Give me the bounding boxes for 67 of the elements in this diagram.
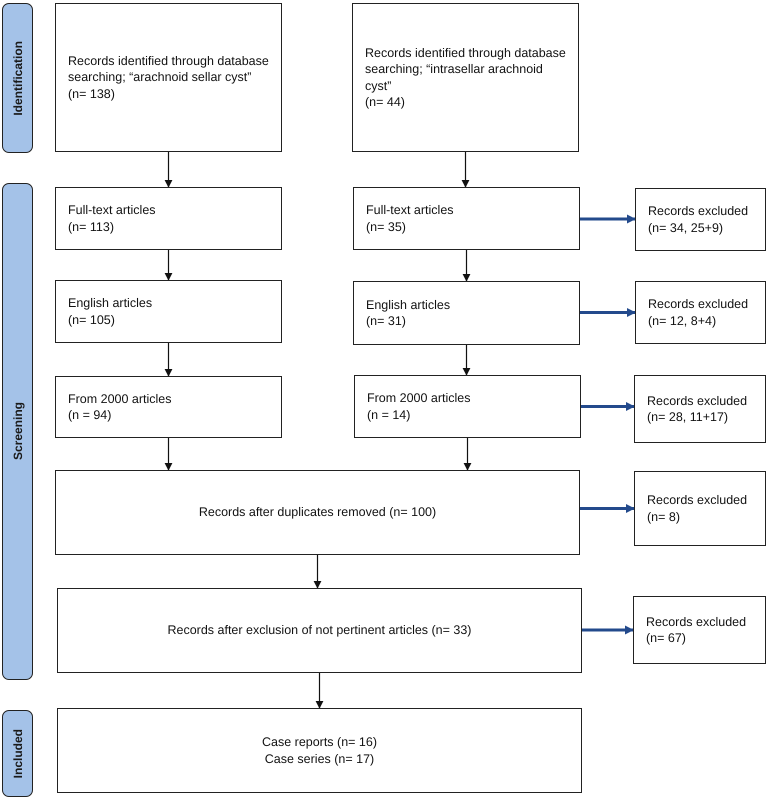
process-box	[635, 188, 766, 251]
box-text: Records excluded	[648, 203, 750, 220]
arrow	[580, 214, 636, 224]
box-text: Records excluded	[647, 492, 748, 508]
arrow	[581, 402, 635, 411]
process-box	[57, 588, 582, 673]
box-text: Full-text articles	[366, 202, 455, 218]
process-box	[353, 281, 580, 345]
process-box	[55, 376, 282, 438]
box-text: (n = 14)	[367, 406, 412, 423]
box-text: (n= 67)	[646, 630, 687, 646]
process-box	[353, 187, 580, 250]
box-text: English articles	[68, 295, 154, 312]
process-box	[354, 375, 581, 438]
box-text: From 2000 articles	[367, 390, 472, 406]
box-text: (n= 12, 8+4)	[648, 312, 718, 329]
arrow	[582, 626, 634, 634]
stage-label: Screening	[10, 402, 24, 461]
arrow	[164, 438, 172, 471]
stage-label: Identification	[10, 40, 24, 116]
box-text: (n= 44)	[365, 94, 406, 110]
box-text: Full-text articles	[68, 202, 157, 218]
box-text: Case reports (n= 16)	[261, 734, 378, 750]
process-box	[55, 3, 282, 152]
box-text: (n = 94)	[68, 407, 112, 424]
arrow	[462, 250, 470, 282]
arrow	[164, 152, 172, 188]
box-text: Records excluded	[647, 392, 748, 409]
arrow	[164, 343, 172, 377]
box-text: (n= 113)	[68, 218, 115, 235]
stage-band	[2, 183, 33, 680]
process-box	[55, 470, 580, 555]
arrow	[580, 504, 635, 513]
box-text: From 2000 articles	[68, 390, 173, 407]
box-text: (n= 105)	[68, 312, 116, 328]
box-text: Records after exclusion of not pertinent articles (n= 33)	[166, 622, 472, 639]
box-text: English articles	[366, 296, 452, 313]
box-text: (n= 138)	[68, 86, 116, 102]
box-text: (n= 28, 11+17)	[647, 409, 730, 426]
arrow	[164, 250, 172, 281]
process-box	[634, 471, 766, 546]
arrow	[464, 438, 472, 471]
process-box	[55, 280, 282, 343]
arrow	[462, 152, 470, 188]
process-box	[55, 187, 282, 250]
arrow	[316, 673, 324, 709]
box-text: Records excluded	[648, 296, 750, 312]
stage-label: Included	[10, 728, 24, 778]
arrow	[462, 345, 470, 376]
stage-band	[2, 3, 33, 153]
box-text: (n= 34, 25+9)	[648, 220, 724, 236]
stage-band	[2, 710, 33, 797]
box-text: Records excluded	[646, 614, 748, 630]
box-text: Records identified through database searching; “intrasellar arachnoid cyst”	[365, 45, 566, 94]
process-box	[57, 708, 582, 793]
box-text: Records after duplicates removed (n= 100)	[198, 504, 438, 521]
box-text: Records identified through database searching; “arachnoid sellar cyst”	[68, 53, 269, 86]
arrow	[580, 308, 636, 317]
box-text: (n= 8)	[647, 508, 682, 525]
box-text: (n= 35)	[366, 218, 407, 235]
process-box	[633, 596, 766, 664]
process-box	[634, 375, 766, 443]
box-text: Case series (n= 17)	[264, 750, 376, 767]
process-box	[352, 3, 579, 152]
process-box	[635, 281, 766, 344]
arrow	[314, 555, 322, 589]
box-text: (n= 31)	[366, 313, 407, 330]
